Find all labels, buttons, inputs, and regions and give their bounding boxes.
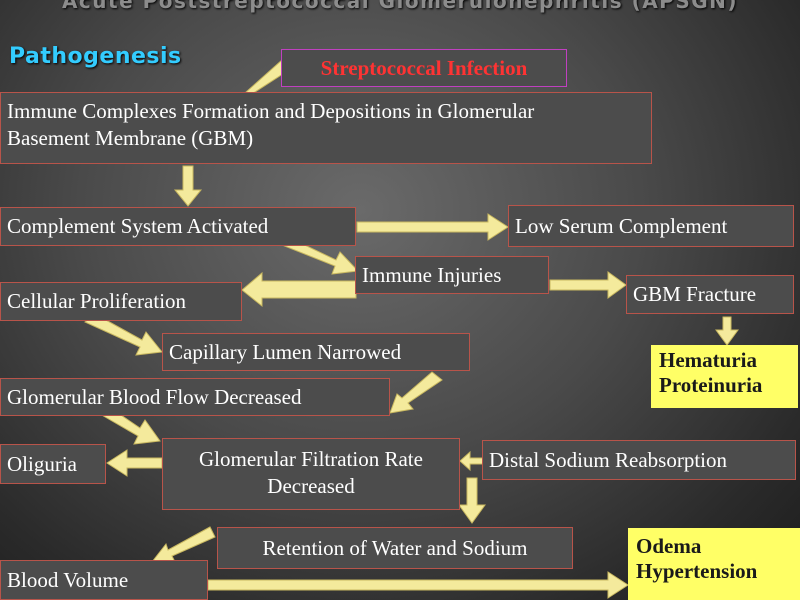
node-gbm-fracture: GBM Fracture — [626, 275, 794, 314]
hematuria-label: Hematuria — [659, 348, 757, 372]
node-complement-activated: Complement System Activated — [0, 207, 356, 246]
node-hematuria-proteinuria: Hematuria Proteinuria — [651, 345, 798, 408]
node-streptococcal-infection: Streptococcal Infection — [281, 49, 567, 87]
hypertension-label: Hypertension — [636, 559, 758, 583]
arrow-capillary-to-blood-flow — [389, 371, 443, 414]
node-glomerular-blood-flow-decreased: Glomerular Blood Flow Decreased — [0, 378, 390, 416]
node-capillary-lumen-narrowed: Capillary Lumen Narrowed — [162, 333, 470, 371]
node-immune-injuries: Immune Injuries — [355, 256, 549, 294]
node-odema-hypertension: Odema Hypertension — [628, 528, 800, 600]
node-blood-volume: Blood Volume — [0, 560, 208, 600]
arrow-gfr-to-retention — [458, 477, 486, 524]
node-low-serum-complement: Low Serum Complement — [508, 205, 794, 247]
arrow-retention-to-blood-volume — [151, 526, 216, 565]
slide-title: Acute Poststreptococcal Glomerulonephrit… — [61, 0, 739, 13]
arrow-injuries-to-proliferation — [241, 271, 357, 308]
arrow-gfr-to-oliguria — [106, 449, 163, 477]
arrow-complement-to-low-complement — [356, 213, 509, 241]
node-distal-sodium-reabsorption: Distal Sodium Reabsorption — [482, 440, 796, 480]
node-oliguria: Oliguria — [0, 444, 106, 484]
section-heading: Pathogenesis — [9, 44, 182, 69]
node-immune-complexes: Immune Complexes Formation and Depositio… — [0, 92, 652, 164]
arrow-complexes-to-complement — [173, 165, 203, 207]
proteinuria-label: Proteinuria — [659, 373, 763, 397]
odema-label: Odema — [636, 534, 702, 558]
node-retention-water-sodium: Retention of Water and Sodium — [217, 527, 573, 569]
node-cellular-proliferation: Cellular Proliferation — [0, 282, 242, 321]
arrow-gbm-fracture-to-hematuria — [715, 316, 739, 346]
arrow-blood-volume-to-odema — [207, 571, 629, 599]
node-gfr-decreased: Glomerular Filtration Rate Decreased — [162, 438, 460, 510]
arrow-injuries-to-gbm-fracture — [549, 271, 627, 299]
